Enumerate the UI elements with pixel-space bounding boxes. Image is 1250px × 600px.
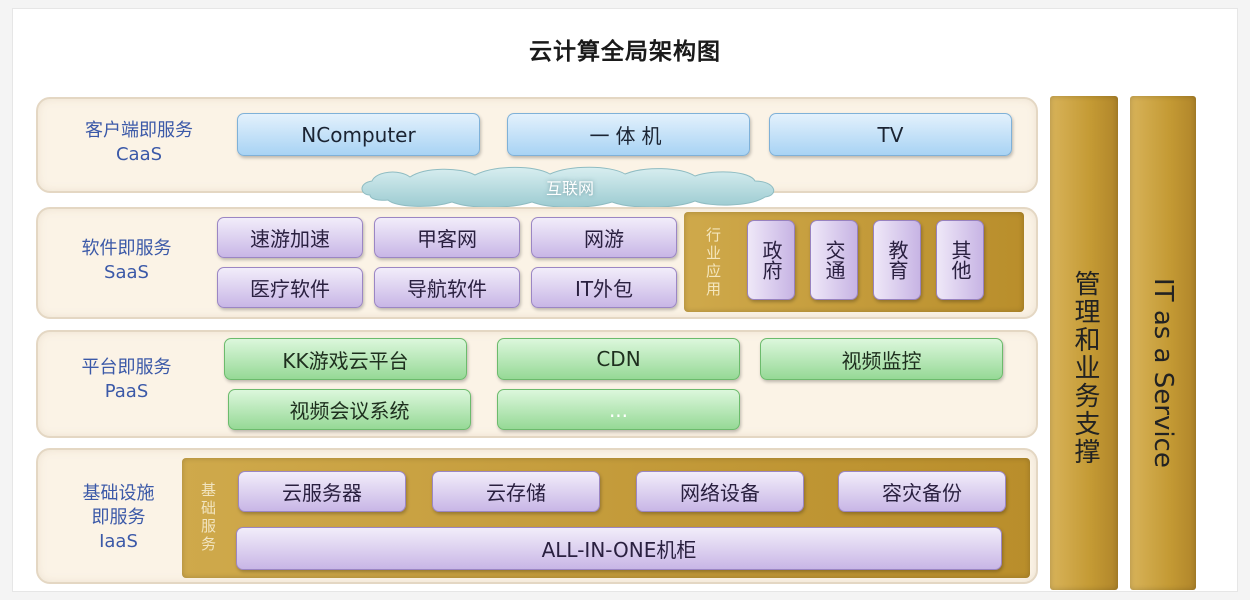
iaas-label-cn-1: 基础设施 [82, 483, 155, 504]
caas-item-tv: TV [769, 113, 1012, 156]
iaas-item-all-in-one-cabinet: ALL-IN-ONE机柜 [236, 527, 1002, 570]
itaas-pillar [1130, 96, 1196, 590]
industry-item-government: 政府 [747, 220, 795, 300]
management-pillar-label: 管理和业务支撑 [1070, 270, 1100, 466]
diagram-title: 云计算全局架构图 [529, 39, 721, 65]
industry-item-education: 教育 [873, 220, 921, 300]
paas-item-video-conference: 视频会议系统 [228, 389, 471, 430]
iaas-item-cloud-storage: 云存储 [432, 471, 600, 512]
saas-item-accelerate: 速游加速 [217, 217, 363, 258]
internet-cloud-icon [361, 166, 775, 208]
industry-item-transport-text: 交通 [822, 240, 846, 280]
caas-item-ncomputer: NComputer [237, 113, 480, 156]
paas-item-cdn: CDN [497, 338, 740, 380]
itaas-pillar-label: IT as a Service [1148, 278, 1178, 468]
industry-panel-label: 行业应用 [704, 227, 722, 299]
caas-item-all-in-one: 一体机 [507, 113, 750, 156]
paas-label-en: PaaS [104, 381, 149, 402]
saas-label-cn: 软件即服务 [81, 238, 172, 259]
saas-item-navigation: 导航软件 [374, 267, 520, 308]
iaas-item-cloud-server: 云服务器 [238, 471, 406, 512]
saas-item-medical: 医疗软件 [217, 267, 363, 308]
industry-item-education-text: 教育 [885, 240, 909, 280]
industry-item-other-text: 其他 [948, 240, 972, 280]
paas-item-kk-game-cloud: KK游戏云平台 [224, 338, 467, 380]
industry-item-other: 其他 [936, 220, 984, 300]
paas-item-more: ... [497, 389, 740, 430]
saas-label-en: SaaS [104, 262, 149, 283]
caas-label-en: CaaS [115, 144, 163, 165]
iaas-item-network-devices: 网络设备 [636, 471, 804, 512]
management-pillar [1050, 96, 1118, 590]
saas-item-jiake: 甲客网 [374, 217, 520, 258]
iaas-label-en: IaaS [99, 531, 138, 552]
iaas-item-disaster-backup: 容灾备份 [838, 471, 1006, 512]
caas-label-cn: 客户端即服务 [85, 120, 193, 141]
paas-item-video-surveillance: 视频监控 [760, 338, 1003, 380]
caas-label: 客户端即服务 CaaS [44, 119, 234, 167]
paas-label: 平台即服务 PaaS [44, 356, 209, 404]
internet-cloud-label: 互联网 [545, 179, 594, 198]
industry-item-government-text: 政府 [759, 240, 783, 280]
iaas-label: 基础设施 即服务 IaaS [46, 482, 191, 554]
saas-label: 软件即服务 SaaS [44, 237, 209, 285]
industry-item-transport: 交通 [810, 220, 858, 300]
saas-item-it-outsourcing: IT外包 [531, 267, 677, 308]
saas-item-online-game: 网游 [531, 217, 677, 258]
iaas-label-cn-2: 即服务 [91, 507, 146, 528]
base-service-label: 基础服务 [199, 482, 217, 554]
paas-label-cn: 平台即服务 [81, 357, 172, 378]
